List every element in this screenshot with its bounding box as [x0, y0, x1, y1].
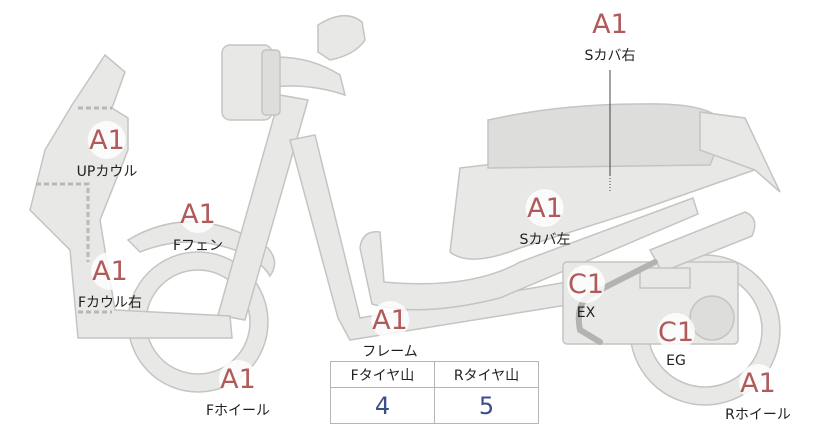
- mirror-graphic: [317, 15, 366, 61]
- front-fork-graphic: [217, 94, 309, 321]
- part-label: UPカウル: [76, 164, 138, 180]
- muffler-graphic: [648, 211, 756, 273]
- front-tread-header: Fタイヤ山: [330, 361, 435, 388]
- grade-badge: A1: [371, 301, 409, 339]
- rear-tread-value: 5: [434, 387, 539, 424]
- grade-badge: A1: [590, 5, 629, 43]
- side-cover-graphic: [449, 139, 762, 260]
- part-label: Fホイール: [205, 403, 271, 419]
- floor-frame-graphic: [359, 197, 699, 311]
- part-label: Sカバ右: [584, 48, 636, 64]
- marker-frame[interactable]: A1 フレーム: [362, 301, 418, 361]
- marker-up-cowl[interactable]: A1 UPカウル: [76, 121, 138, 181]
- part-label: Sカバ左: [519, 232, 571, 248]
- rear-tread-header: Rタイヤ山: [434, 361, 539, 388]
- part-label: Rホイール: [725, 407, 791, 423]
- part-label: フレーム: [362, 344, 418, 360]
- tire-tread-table: Fタイヤ山 Rタイヤ山 4 5: [330, 361, 539, 424]
- marker-f-cowl-right[interactable]: A1 Fカウル右: [78, 252, 142, 312]
- grade-badge: A1: [87, 121, 126, 159]
- part-label: Fフェン: [172, 238, 224, 254]
- front-cowl-graphic: [29, 53, 233, 339]
- grade-badge: C1: [567, 265, 605, 303]
- marker-f-fender[interactable]: A1 Fフェン: [173, 195, 223, 255]
- grade-badge: A1: [179, 195, 217, 233]
- tail-graphic: [699, 111, 781, 193]
- grade-badge: A1: [91, 252, 129, 290]
- grade-badge: C1: [657, 313, 695, 351]
- marker-s-cover-left[interactable]: A1 Sカバ左: [519, 189, 571, 249]
- grade-badge: A1: [219, 360, 257, 398]
- marker-s-cover-right[interactable]: A1 Sカバ右: [584, 5, 636, 65]
- seat-graphic: [487, 103, 726, 169]
- part-label: EG: [666, 353, 686, 369]
- part-label: EX: [576, 305, 596, 321]
- marker-r-wheel[interactable]: A1 Rホイール: [725, 364, 791, 424]
- marker-engine[interactable]: C1 EG: [657, 313, 695, 369]
- grade-badge: A1: [525, 189, 564, 227]
- front-tread-value: 4: [330, 387, 435, 424]
- marker-exhaust[interactable]: C1 EX: [567, 265, 605, 321]
- grade-badge: A1: [738, 364, 777, 402]
- marker-f-wheel[interactable]: A1 Fホイール: [206, 360, 270, 420]
- part-label: Fカウル右: [77, 295, 143, 311]
